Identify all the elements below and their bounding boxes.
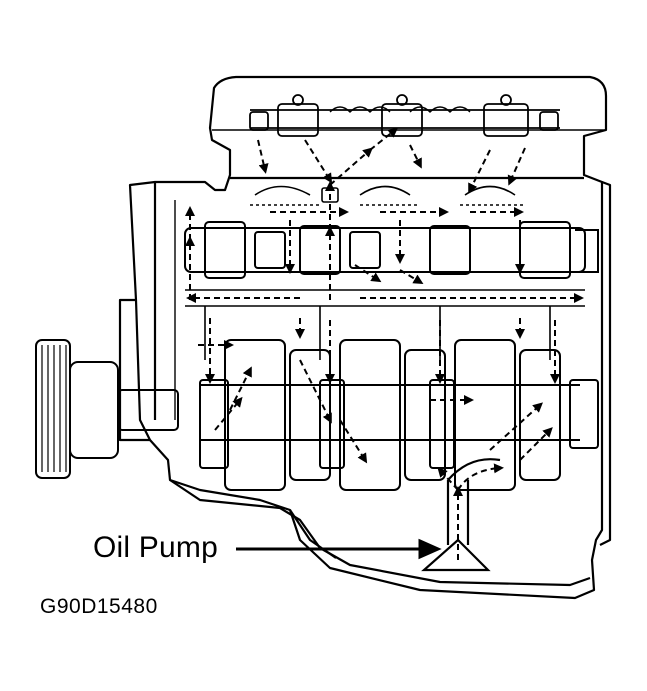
camshaft [249,94,560,137]
figure-code: G90D15480 [40,595,158,618]
crankshaft-pulley [35,339,179,479]
crankshaft [199,339,599,491]
oil-pump-label: Oil Pump [93,531,218,564]
oil-flow-paths [185,127,584,560]
combustion-chambers [250,185,525,206]
main-oil-gallery [185,289,585,360]
oil-pump-body [421,458,501,572]
balance-shaft [184,221,599,279]
callout-leader [236,538,442,560]
